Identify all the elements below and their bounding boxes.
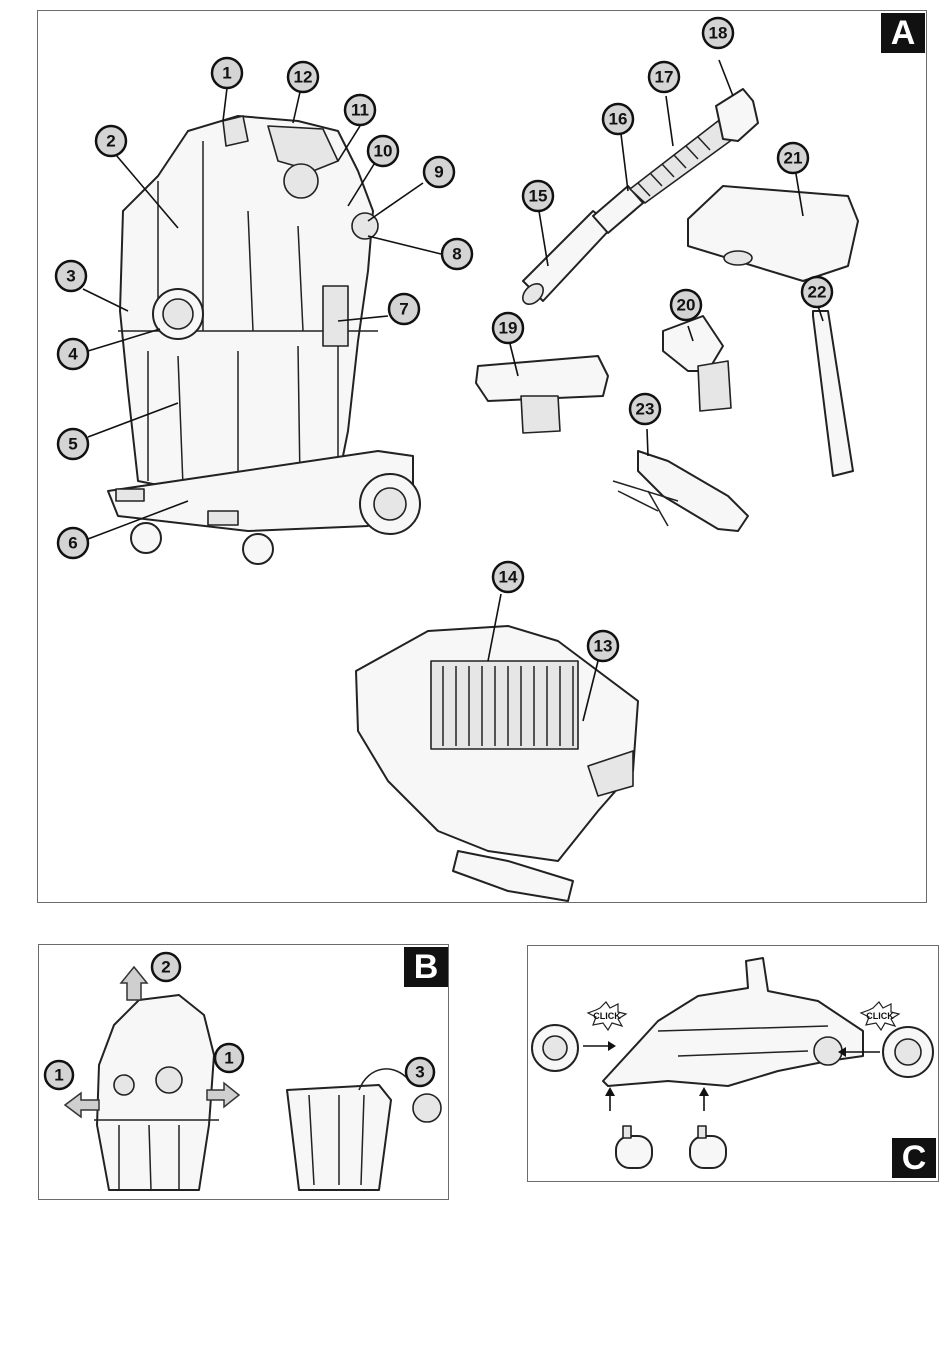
callout-14-label: 14 bbox=[499, 568, 518, 587]
panel-c-illustration: CLICK CLICK bbox=[528, 946, 940, 1183]
panel-b-illustration: 1 1 2 3 bbox=[39, 945, 450, 1201]
callout-9-label: 9 bbox=[434, 163, 443, 182]
click-burst-right: CLICK bbox=[861, 1002, 899, 1030]
callout-10: 10 bbox=[368, 136, 398, 166]
callout-2-label: 2 bbox=[106, 132, 115, 151]
vacuum-opening-drawing bbox=[94, 995, 219, 1190]
base-drawing bbox=[603, 958, 863, 1086]
callout-1-label: 1 bbox=[222, 64, 231, 83]
callout-18: 18 bbox=[703, 18, 733, 48]
callout-4: 4 bbox=[58, 339, 88, 369]
click-burst-left: CLICK bbox=[588, 1002, 626, 1030]
arrow-up-icon bbox=[699, 1087, 709, 1111]
click-burst-right-label: CLICK bbox=[866, 1011, 894, 1021]
callout-17-label: 17 bbox=[655, 68, 674, 87]
callout-22: 22 bbox=[802, 277, 832, 307]
callout-18-label: 18 bbox=[709, 24, 728, 43]
arrow-right-icon bbox=[583, 1041, 616, 1051]
step-callout-3: 3 bbox=[406, 1058, 434, 1086]
callout-20-label: 20 bbox=[677, 296, 696, 315]
step-callout-1-left-label: 1 bbox=[54, 1066, 63, 1085]
callout-11-label: 11 bbox=[351, 101, 369, 120]
callout-3-label: 3 bbox=[66, 267, 75, 286]
callout-4-label: 4 bbox=[68, 345, 78, 364]
callout-15: 15 bbox=[523, 181, 553, 211]
step-callout-1-left: 1 bbox=[45, 1061, 73, 1089]
panel-a: A bbox=[37, 10, 927, 903]
callout-8-label: 8 bbox=[452, 245, 461, 264]
callout-16-label: 16 bbox=[609, 110, 628, 129]
panel-c: C CLICK CLICK bbox=[527, 945, 939, 1182]
step-callout-1-right-label: 1 bbox=[224, 1049, 233, 1068]
wheel-right-drawing bbox=[883, 1027, 933, 1077]
callout-9: 9 bbox=[424, 157, 454, 187]
callout-17: 17 bbox=[649, 62, 679, 92]
callout-7-label: 7 bbox=[399, 300, 408, 319]
callout-5-label: 5 bbox=[68, 435, 77, 454]
callout-2: 2 bbox=[96, 126, 126, 156]
caster-right-drawing bbox=[690, 1126, 726, 1168]
callout-1: 1 bbox=[212, 58, 242, 88]
callout-23-label: 23 bbox=[636, 400, 655, 419]
callout-12-label: 12 bbox=[294, 68, 313, 87]
callout-16: 16 bbox=[603, 104, 633, 134]
callout-12: 12 bbox=[288, 62, 318, 92]
callout-13-label: 13 bbox=[594, 637, 613, 656]
callout-19: 19 bbox=[493, 313, 523, 343]
step-callout-3-label: 3 bbox=[415, 1063, 424, 1082]
caster-left-drawing bbox=[616, 1126, 652, 1168]
wheel-left-drawing bbox=[532, 1025, 578, 1071]
callout-11: 11 bbox=[345, 95, 375, 125]
vacuum-drawing bbox=[108, 116, 420, 564]
panel-b: B 1 1 2 3 bbox=[38, 944, 449, 1200]
callout-6: 6 bbox=[58, 528, 88, 558]
callout-6-label: 6 bbox=[68, 534, 77, 553]
step-callout-2-label: 2 bbox=[161, 958, 170, 977]
callout-5: 5 bbox=[58, 429, 88, 459]
panel-a-illustration: 1 2 3 4 5 6 7 8 9 10 11 12 13 14 15 16 1… bbox=[38, 11, 928, 904]
callout-13: 13 bbox=[588, 631, 618, 661]
callout-21: 21 bbox=[778, 143, 808, 173]
arrow-up-icon bbox=[605, 1087, 615, 1111]
callout-21-label: 21 bbox=[784, 149, 803, 168]
callout-3: 3 bbox=[56, 261, 86, 291]
callout-7: 7 bbox=[389, 294, 419, 324]
step-callout-2: 2 bbox=[152, 953, 180, 981]
callout-19-label: 19 bbox=[499, 319, 518, 338]
step-callout-1-right: 1 bbox=[215, 1044, 243, 1072]
callout-15-label: 15 bbox=[529, 187, 548, 206]
callout-8: 8 bbox=[442, 239, 472, 269]
callout-20: 20 bbox=[671, 290, 701, 320]
callout-14: 14 bbox=[493, 562, 523, 592]
arrow-left-icon bbox=[65, 1093, 99, 1117]
callout-10-label: 10 bbox=[374, 142, 393, 161]
arrow-up-icon bbox=[121, 967, 147, 1000]
click-burst-left-label: CLICK bbox=[593, 1011, 621, 1021]
callout-23: 23 bbox=[630, 394, 660, 424]
callout-22-label: 22 bbox=[808, 283, 827, 302]
